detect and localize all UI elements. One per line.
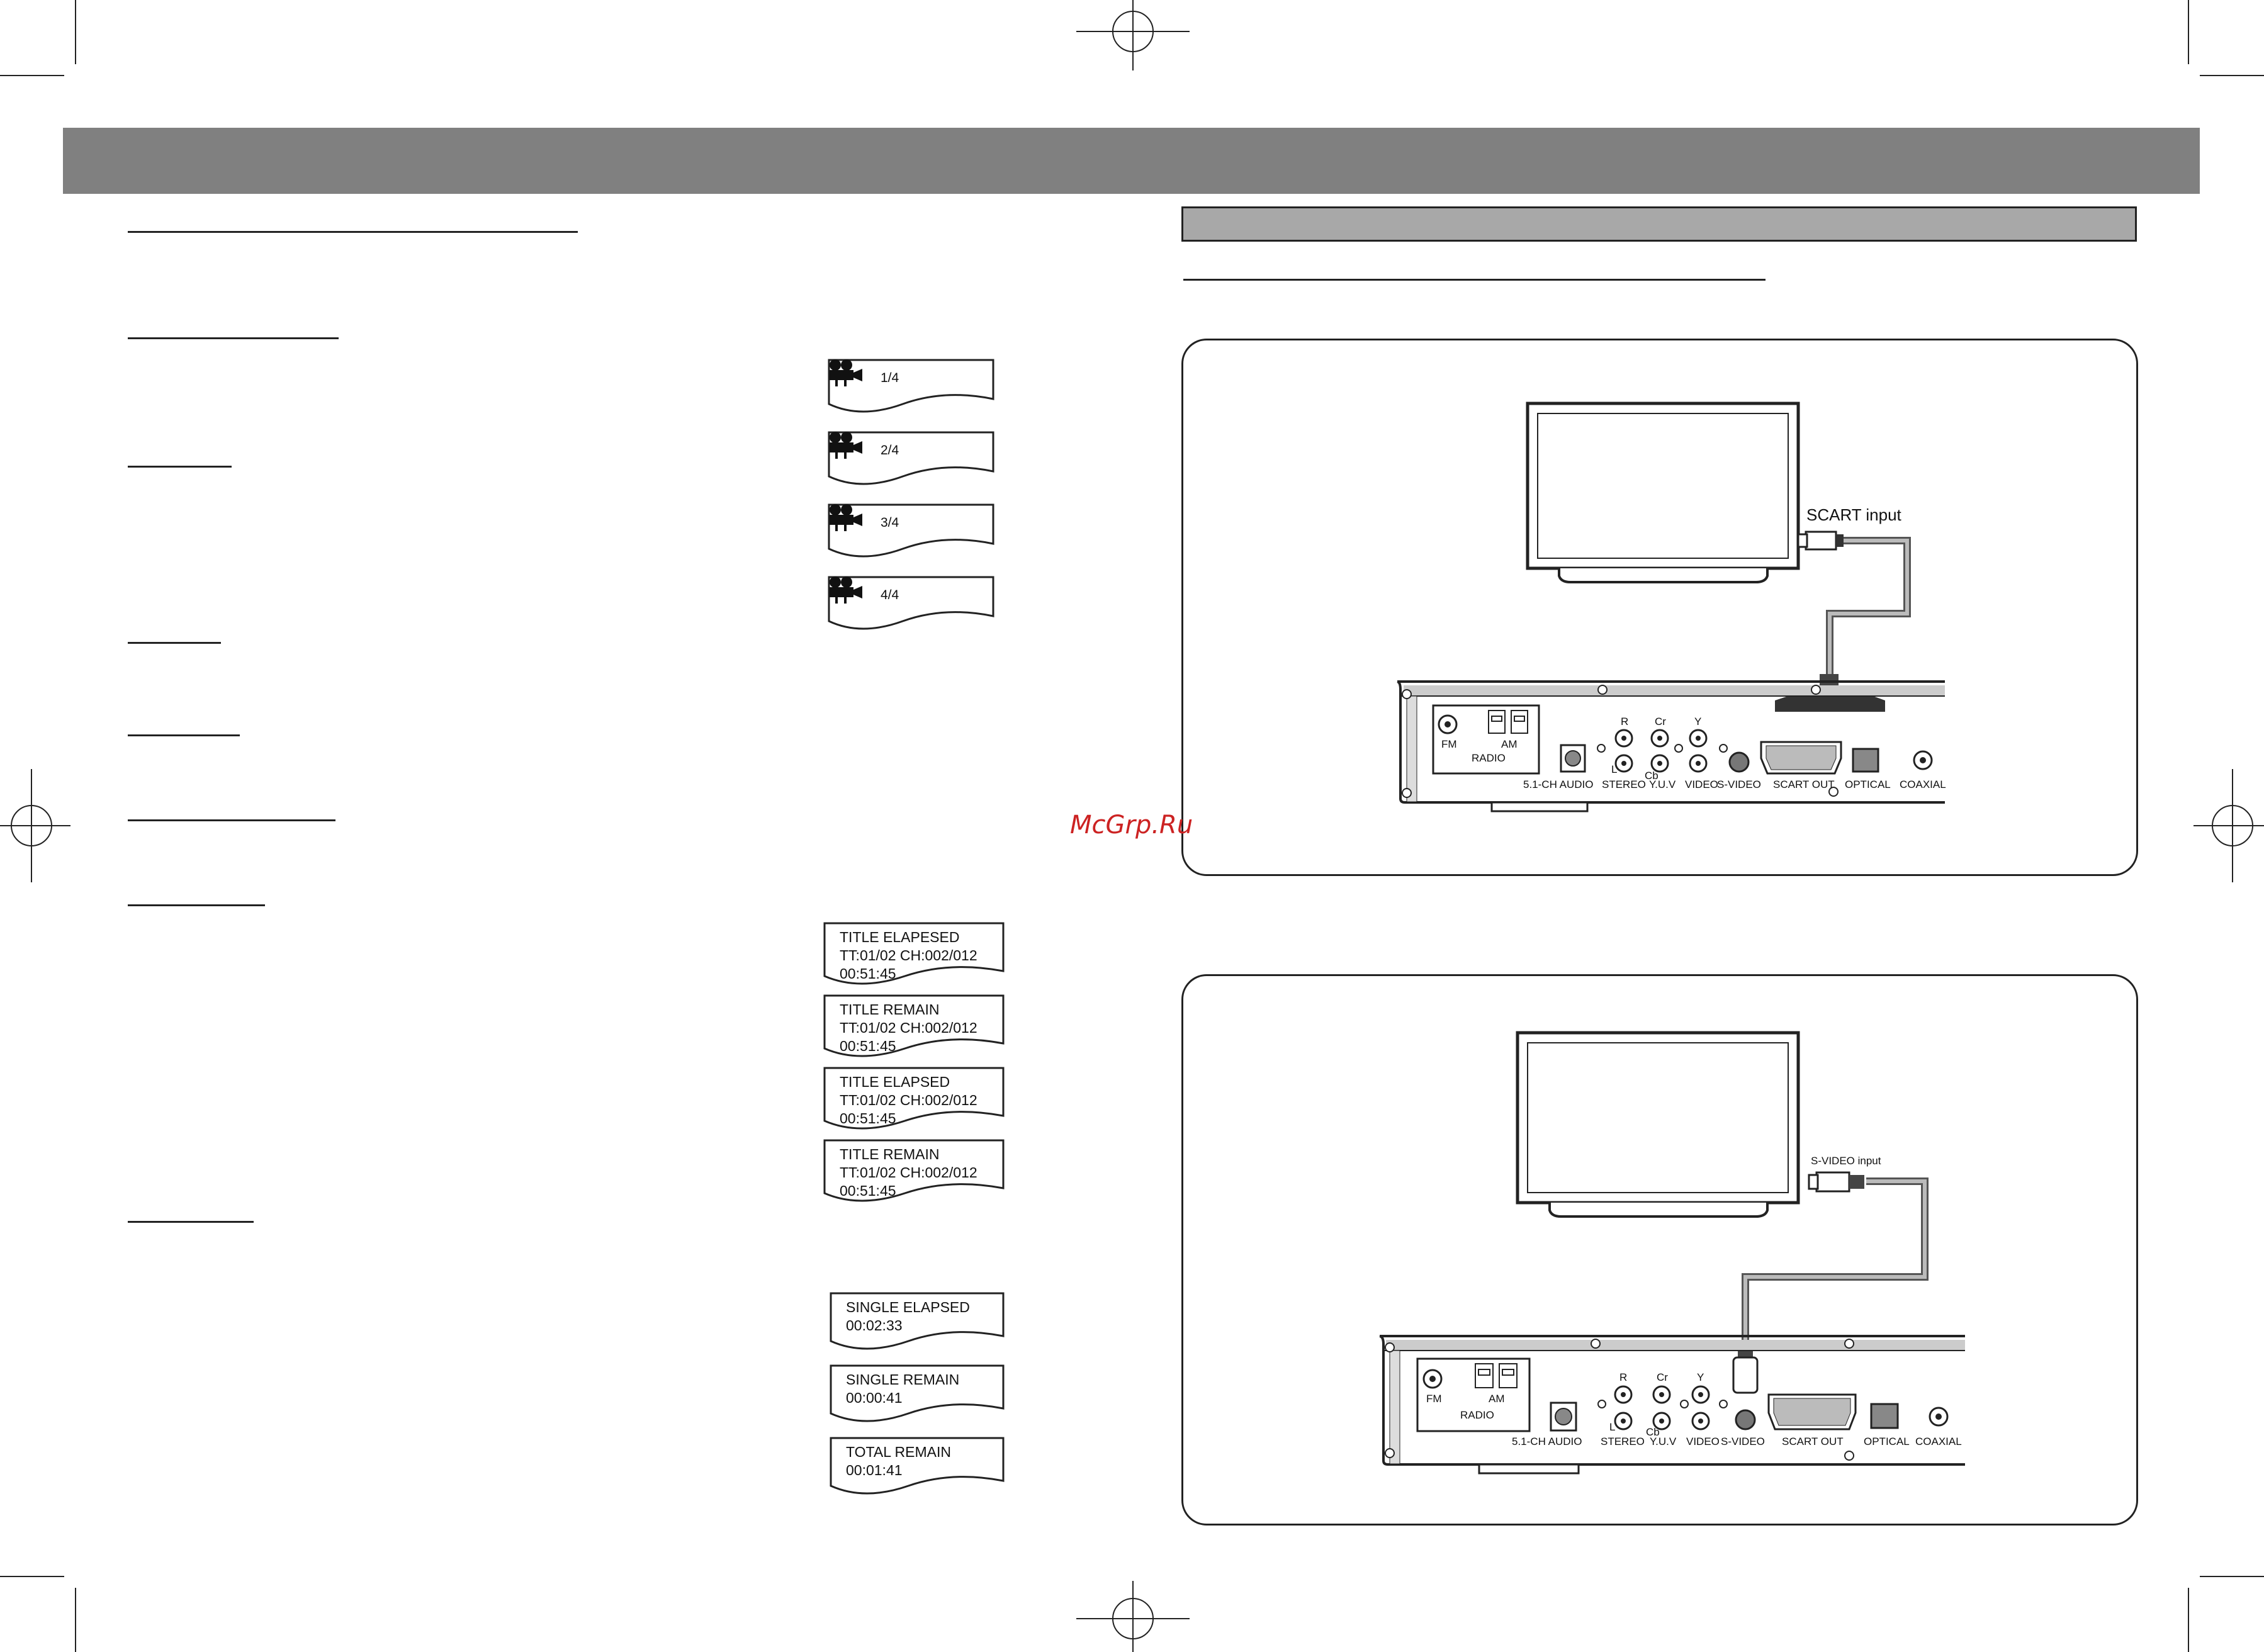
header-bar bbox=[63, 128, 2200, 194]
svideo-diagram-art bbox=[1379, 1031, 1965, 1475]
optical-label: OPTICAL bbox=[1864, 1436, 1910, 1447]
section-rule bbox=[128, 904, 265, 906]
display-line: TITLE ELAPSED bbox=[840, 1074, 950, 1090]
am-label: AM bbox=[1489, 1393, 1505, 1405]
y-label: Y bbox=[1697, 1371, 1704, 1383]
display-line: TT:01/02 CH:002/012 bbox=[840, 947, 977, 964]
yuv-label: Y.U.V bbox=[1649, 778, 1676, 790]
display-line: 00:51:45 bbox=[840, 1110, 896, 1127]
cd-time-display: SINGLE REMAIN 00:00:41 bbox=[830, 1364, 1005, 1427]
display-line: TITLE REMAIN bbox=[840, 1001, 940, 1018]
stereo-label: STEREO bbox=[1602, 778, 1646, 790]
section-rule bbox=[1183, 279, 1766, 281]
display-line: TITLE ELAPESED bbox=[840, 929, 960, 945]
watermark: McGrp.Ru bbox=[1070, 811, 1193, 840]
rear-panel bbox=[1397, 680, 1945, 812]
section-rule bbox=[128, 642, 221, 644]
y-label: Y bbox=[1694, 716, 1702, 728]
r-label: R bbox=[1621, 716, 1629, 728]
section-rule bbox=[128, 1221, 254, 1223]
dvd-time-display: TITLE REMAIN TT:01/02 CH:002/012 00:51:45 bbox=[823, 1139, 1005, 1208]
dvd-time-display: TITLE REMAIN TT:01/02 CH:002/012 00:51:45 bbox=[823, 994, 1005, 1064]
section-rule bbox=[128, 819, 335, 821]
display-line: 00:51:45 bbox=[840, 1183, 896, 1199]
video-label: VIDEO bbox=[1686, 1436, 1720, 1447]
angle-number: 4/4 bbox=[881, 588, 899, 602]
display-line: TT:01/02 CH:002/012 bbox=[840, 1092, 977, 1108]
audio51-label: 5.1-CH AUDIO bbox=[1512, 1436, 1582, 1447]
scart-out-label: SCART OUT bbox=[1782, 1436, 1844, 1447]
angle-display: 3/4 bbox=[828, 503, 994, 565]
am-label: AM bbox=[1501, 738, 1518, 750]
angle-number: 1/4 bbox=[881, 371, 899, 385]
display-line: SINGLE REMAIN bbox=[846, 1371, 960, 1388]
display-line: TT:01/02 CH:002/012 bbox=[840, 1164, 977, 1181]
svideo-label: S-VIDEO bbox=[1721, 1436, 1765, 1447]
cr-label: Cr bbox=[1657, 1371, 1668, 1383]
l-label: L bbox=[1611, 763, 1618, 775]
cd-time-display: TOTAL REMAIN 00:01:41 bbox=[830, 1437, 1005, 1500]
angle-display: 1/4 bbox=[828, 359, 994, 420]
radio-label: RADIO bbox=[1460, 1409, 1494, 1421]
display-line: 00:00:41 bbox=[846, 1390, 903, 1406]
dvd-time-display: TITLE ELAPSED TT:01/02 CH:002/012 00:51:45 bbox=[823, 1067, 1005, 1136]
stereo-label: STEREO bbox=[1601, 1436, 1645, 1447]
cb-label: Cb bbox=[1646, 1426, 1660, 1438]
display-line: 00:51:45 bbox=[840, 965, 896, 982]
coaxial-label: COAXIAL bbox=[1900, 778, 1946, 790]
display-line: 00:51:45 bbox=[840, 1038, 896, 1054]
svideo-connection-diagram: S-VIDEO input FM AM RADIO R L Cr Cb Y 5.… bbox=[1181, 974, 2138, 1526]
rear-panel bbox=[1379, 1335, 1965, 1475]
angle-display: 4/4 bbox=[828, 576, 994, 638]
angle-number: 3/4 bbox=[881, 515, 899, 530]
scart-out-label: SCART OUT bbox=[1773, 778, 1835, 790]
yuv-label: Y.U.V bbox=[1650, 1436, 1677, 1447]
section-header-bar bbox=[1181, 206, 2137, 242]
display-line: TITLE REMAIN bbox=[840, 1146, 940, 1162]
cd-time-display: SINGLE ELAPSED 00:02:33 bbox=[830, 1292, 1005, 1355]
scart-diagram-art bbox=[1397, 402, 1945, 812]
section-rule bbox=[128, 734, 240, 736]
audio51-label: 5.1-CH AUDIO bbox=[1523, 778, 1594, 790]
svideo-label: S-VIDEO bbox=[1717, 778, 1761, 790]
camera-icon bbox=[830, 576, 862, 604]
angle-number: 2/4 bbox=[881, 443, 899, 458]
optical-label: OPTICAL bbox=[1845, 778, 1891, 790]
display-line: TOTAL REMAIN bbox=[846, 1444, 951, 1460]
section-rule bbox=[128, 337, 339, 339]
section-rule bbox=[128, 231, 578, 233]
fm-label: FM bbox=[1441, 738, 1457, 750]
display-line: 00:02:33 bbox=[846, 1317, 903, 1334]
radio-label: RADIO bbox=[1472, 752, 1506, 764]
display-line: 00:01:41 bbox=[846, 1462, 903, 1478]
l-label: L bbox=[1609, 1421, 1616, 1433]
svideo-cable-label: S-VIDEO input bbox=[1811, 1155, 1881, 1167]
camera-icon bbox=[830, 432, 862, 459]
cr-label: Cr bbox=[1655, 716, 1666, 728]
scart-cable-label: SCART input bbox=[1806, 505, 1901, 524]
video-label: VIDEO bbox=[1685, 778, 1718, 790]
tv-icon bbox=[1526, 402, 1800, 583]
cb-label: Cb bbox=[1645, 770, 1659, 782]
display-line: TT:01/02 CH:002/012 bbox=[840, 1020, 977, 1036]
camera-icon bbox=[830, 359, 862, 386]
camera-icon bbox=[830, 504, 862, 531]
tv-icon bbox=[1516, 1031, 1800, 1218]
display-line: SINGLE ELAPSED bbox=[846, 1299, 970, 1315]
scart-connection-diagram: SCART input FM AM RADIO R L Cr Cb Y 5.1-… bbox=[1181, 339, 2138, 876]
coaxial-label: COAXIAL bbox=[1915, 1436, 1962, 1447]
angle-display: 2/4 bbox=[828, 431, 994, 493]
section-rule bbox=[128, 466, 232, 468]
fm-label: FM bbox=[1426, 1393, 1442, 1405]
r-label: R bbox=[1619, 1371, 1628, 1383]
